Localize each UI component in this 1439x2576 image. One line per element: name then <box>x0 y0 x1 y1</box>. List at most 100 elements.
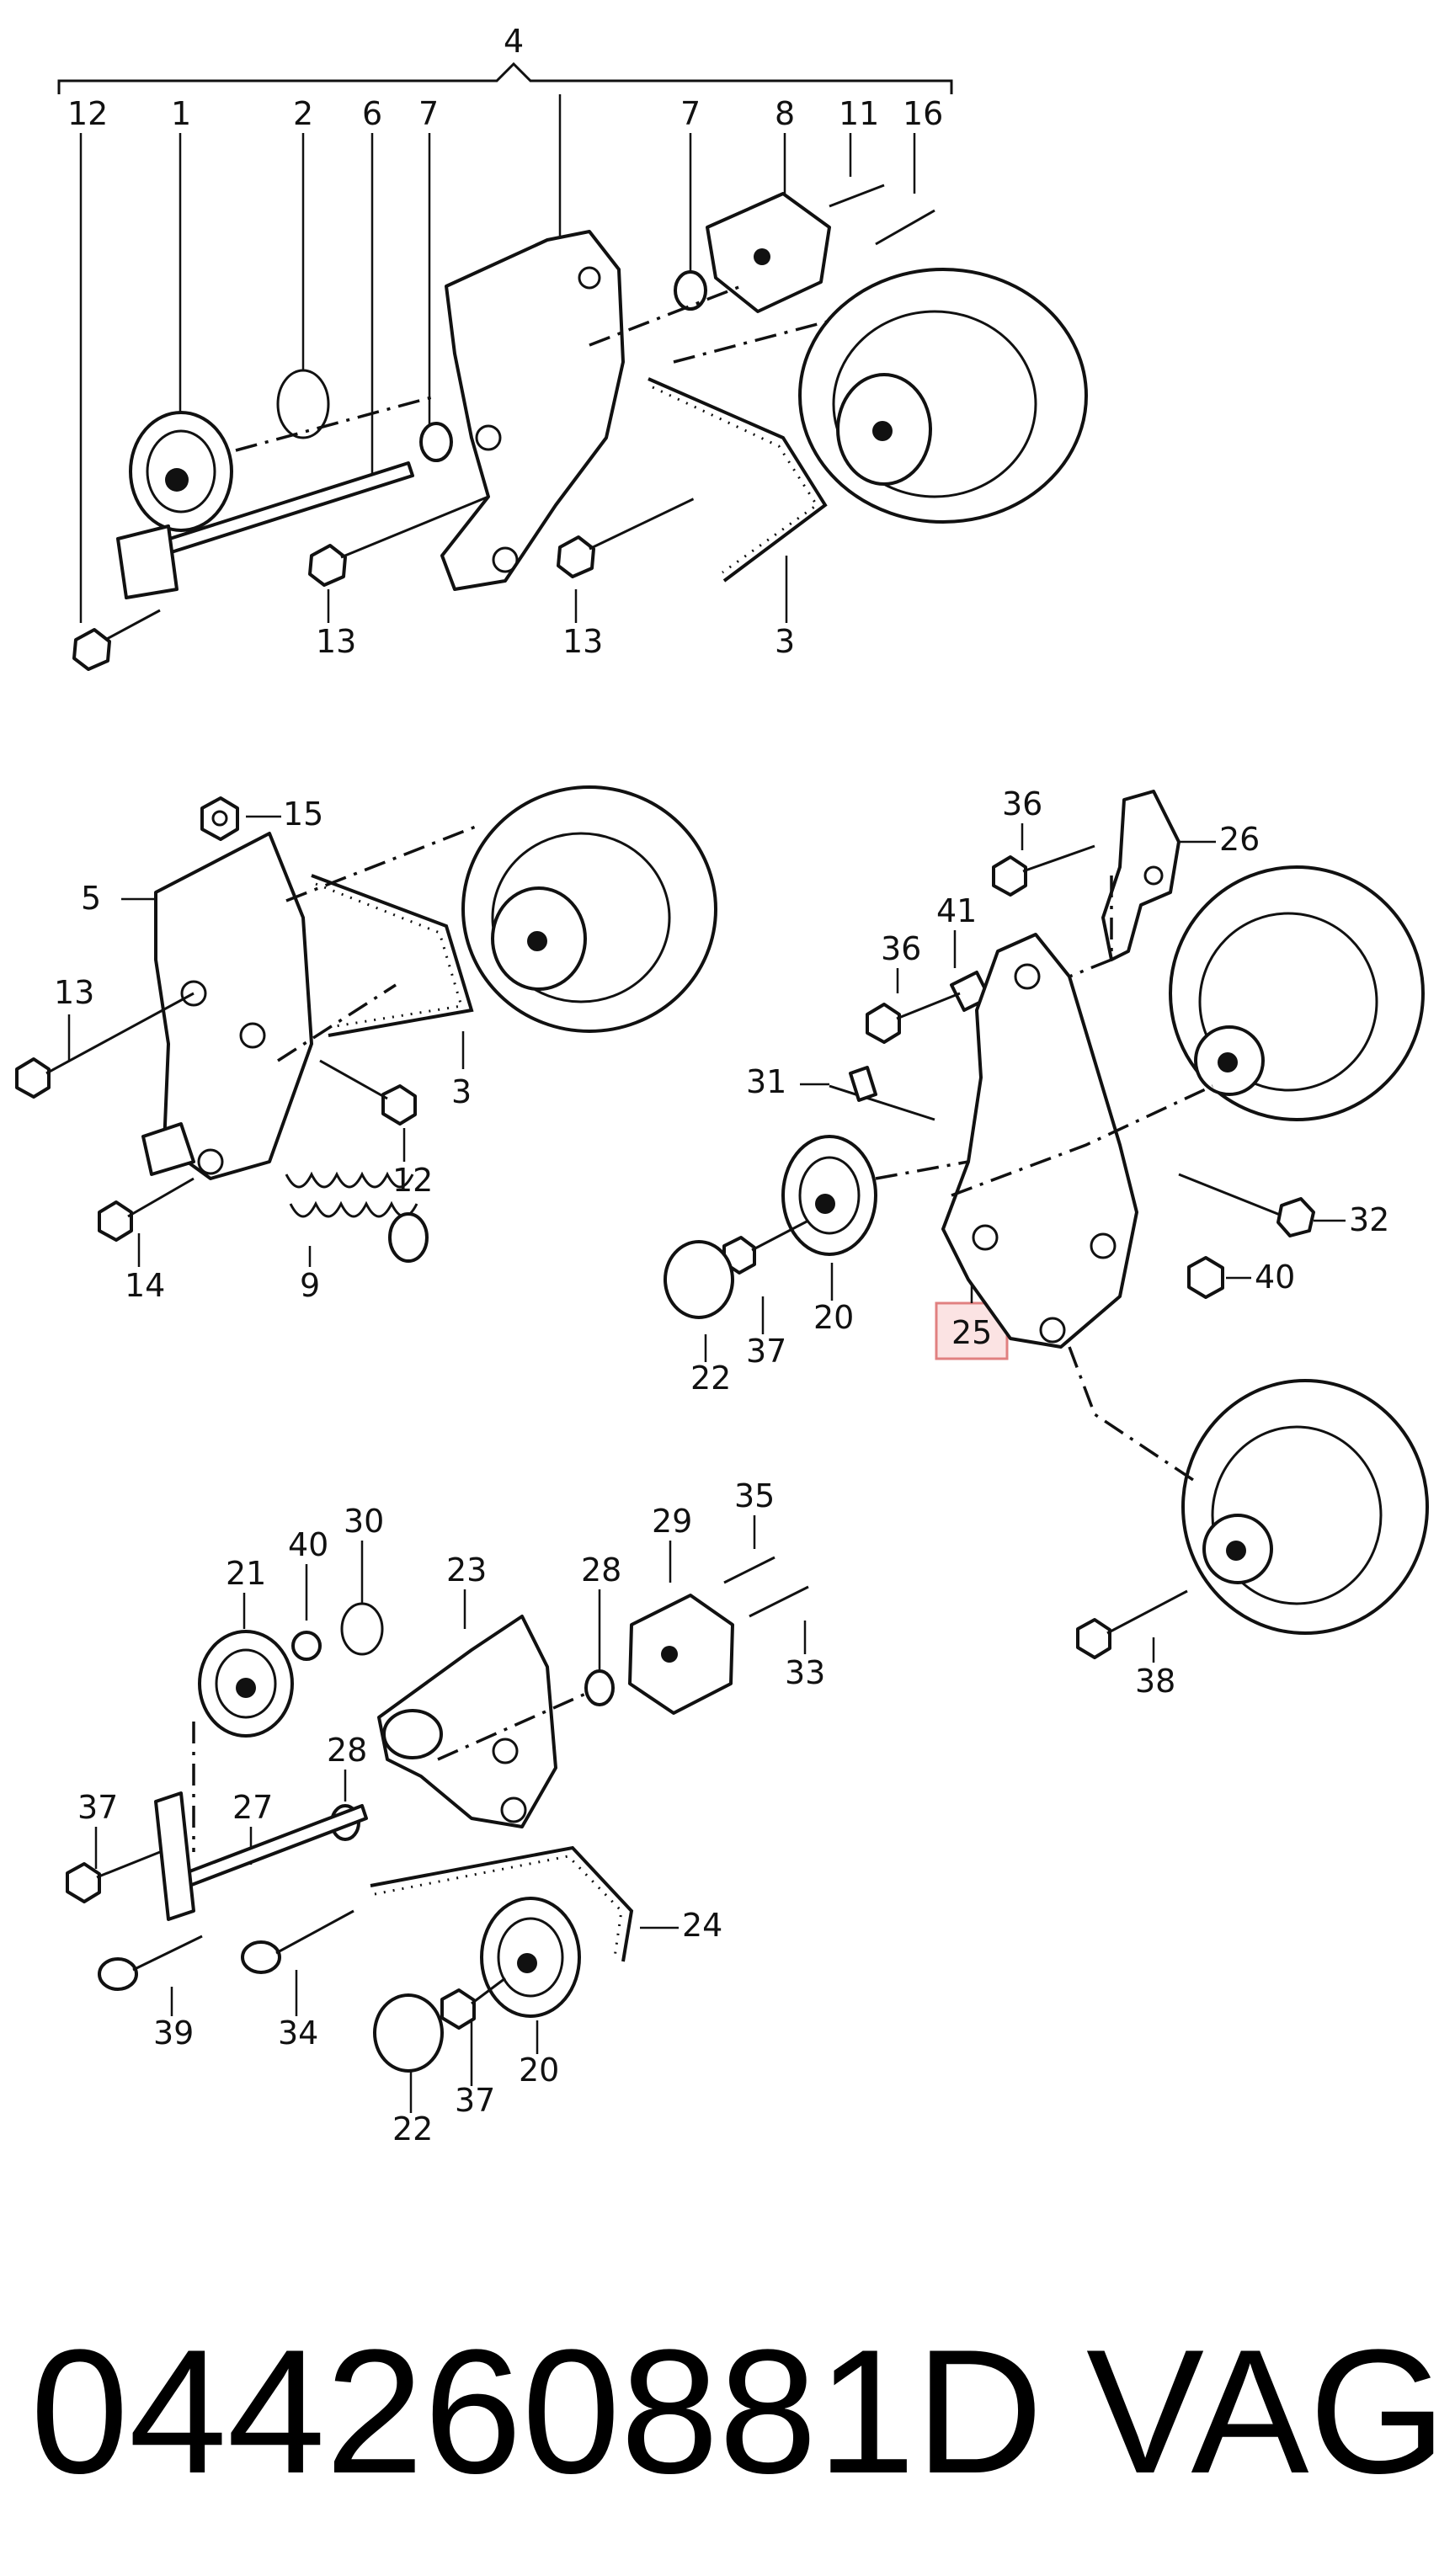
callout-ml-12[interactable]: 12 <box>392 1162 433 1199</box>
callout-bt-20[interactable]: 20 <box>519 2052 559 2089</box>
callout-ml-9[interactable]: 9 <box>300 1267 320 1304</box>
callout-top-7b[interactable]: 7 <box>680 95 701 132</box>
callout-ml-14[interactable]: 14 <box>125 1267 165 1304</box>
alternator-bracket-25[interactable] <box>941 933 1138 1349</box>
callout-top-2[interactable]: 2 <box>293 95 313 132</box>
bolt-37-left <box>66 1850 161 1903</box>
callout-bt-29[interactable]: 29 <box>652 1503 692 1540</box>
callout-ml-5[interactable]: 5 <box>81 880 101 917</box>
bolt-34 <box>241 1909 354 1974</box>
rod-27 <box>184 1804 368 1887</box>
callout-ml-3[interactable]: 3 <box>451 1073 472 1110</box>
bottom-assembly-group: 21 40 30 23 28 29 35 33 37 27 28 24 39 3… <box>66 1477 825 2148</box>
callout-top-13a[interactable]: 13 <box>316 623 356 660</box>
callout-bt-35[interactable]: 35 <box>734 1477 775 1514</box>
callout-top-3[interactable]: 3 <box>775 623 795 660</box>
bushing-7b <box>674 270 707 311</box>
bolt-39 <box>98 1935 203 1991</box>
poly-v-belt-3-middle <box>311 874 474 1037</box>
callout-ml-15[interactable]: 15 <box>283 796 323 833</box>
callout-bt-37b[interactable]: 37 <box>455 2082 495 2119</box>
callout-top-7a[interactable]: 7 <box>418 95 439 132</box>
alternator-middle <box>461 785 717 1033</box>
callout-mr-36a[interactable]: 36 <box>1002 785 1042 822</box>
bracket-4-brace <box>57 61 953 94</box>
callout-bt-21[interactable]: 21 <box>226 1555 266 1592</box>
callout-mr-41[interactable]: 41 <box>936 892 977 929</box>
nut-15 <box>200 796 239 841</box>
circlip-30 <box>340 1602 384 1656</box>
callout-mr-22[interactable]: 22 <box>690 1360 731 1397</box>
bolt-38 <box>1076 1589 1188 1659</box>
tensioner-arm-23 <box>377 1615 557 1828</box>
callout-top-13b[interactable]: 13 <box>562 623 603 660</box>
bolt-35 <box>723 1556 775 1584</box>
callout-mr-32[interactable]: 32 <box>1349 1201 1389 1238</box>
alternator-top <box>798 268 1088 524</box>
callout-bt-28b[interactable]: 28 <box>327 1732 367 1769</box>
callout-bt-24[interactable]: 24 <box>682 1907 722 1944</box>
part-number-footer: 044260881D VAG <box>0 2273 1439 2576</box>
alternator-right-lower <box>1181 1379 1429 1635</box>
callout-mr-26[interactable]: 26 <box>1219 821 1260 858</box>
dust-cap-22-bottom <box>373 1993 444 2073</box>
tensioner-29 <box>628 1594 734 1715</box>
bolt-36-lower <box>866 992 961 1044</box>
plate-26 <box>1101 790 1181 961</box>
callout-bt-33[interactable]: 33 <box>785 1654 825 1691</box>
callout-ml-13[interactable]: 13 <box>54 974 94 1011</box>
brand-name: VAG <box>1086 2313 1439 2510</box>
bolt-11 <box>829 184 885 208</box>
bolt-13-left <box>308 495 489 587</box>
washer-28a <box>584 1669 615 1706</box>
bracket-5 <box>154 832 313 1180</box>
callout-bt-39[interactable]: 39 <box>153 2014 194 2052</box>
bolt-12 <box>72 609 161 671</box>
callout-top-6[interactable]: 6 <box>362 95 382 132</box>
top-assembly-group: 4 12 1 2 6 7 7 8 11 16 13 13 3 <box>57 23 1088 671</box>
bolt-13-long <box>15 992 195 1099</box>
callout-4[interactable]: 4 <box>504 23 524 60</box>
poly-v-belt-3 <box>648 377 828 583</box>
bolt-13-right <box>557 487 717 578</box>
callout-bt-28a[interactable]: 28 <box>581 1551 621 1589</box>
bolt-12-middle <box>319 1059 417 1126</box>
alternator-right-upper <box>1169 865 1425 1121</box>
mounting-bracket-4 <box>440 230 625 591</box>
nut-40 <box>1187 1256 1224 1299</box>
bolt-16 <box>875 209 935 246</box>
bolt-33 <box>749 1585 809 1618</box>
callout-bt-37a[interactable]: 37 <box>77 1789 118 1826</box>
bolt-36-top <box>992 844 1095 897</box>
bolt-37-bottom <box>440 1977 506 2030</box>
callout-mr-37[interactable]: 37 <box>746 1333 786 1370</box>
callout-top-8[interactable]: 8 <box>775 95 795 132</box>
callout-bt-22[interactable]: 22 <box>392 2110 433 2148</box>
washer-40 <box>291 1631 322 1661</box>
spring-9 <box>285 1171 429 1263</box>
callout-bt-23[interactable]: 23 <box>446 1551 487 1589</box>
dust-cap-22 <box>664 1240 734 1319</box>
callout-top-11[interactable]: 11 <box>839 95 879 132</box>
part-number: 044260881D <box>30 2313 1043 2510</box>
circlip-2 <box>276 369 330 439</box>
callout-bt-27[interactable]: 27 <box>232 1789 273 1826</box>
callout-mr-20[interactable]: 20 <box>813 1299 854 1336</box>
callout-mr-31[interactable]: 31 <box>746 1063 786 1100</box>
callout-bt-40[interactable]: 40 <box>288 1526 328 1563</box>
callout-bt-34[interactable]: 34 <box>278 2014 318 2052</box>
exploded-parts-diagram: 4 12 1 2 6 7 7 8 11 16 13 13 3 <box>15 23 1429 2148</box>
callout-mr-25[interactable]: 25 <box>951 1314 992 1351</box>
callout-top-16[interactable]: 16 <box>903 95 943 132</box>
callout-bt-30[interactable]: 30 <box>344 1503 384 1540</box>
stud-31 <box>829 1066 935 1121</box>
middle-right-assembly-group: 36 26 41 36 31 32 40 22 37 20 25 38 <box>664 785 1429 1700</box>
bolt-14 <box>98 1177 195 1242</box>
callout-mr-36b[interactable]: 36 <box>881 930 921 967</box>
callout-top-12[interactable]: 12 <box>67 95 108 132</box>
bushing-7a <box>419 422 453 462</box>
callout-mr-40[interactable]: 40 <box>1255 1259 1295 1296</box>
callout-top-1[interactable]: 1 <box>171 95 191 132</box>
callout-mr-38[interactable]: 38 <box>1135 1663 1175 1700</box>
bolt-37 <box>722 1219 809 1275</box>
